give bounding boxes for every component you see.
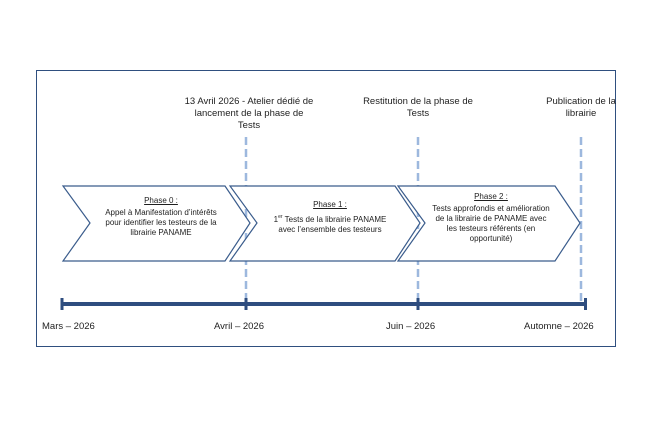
phase-1-text: Phase 1 : 1er Tests de la librairie PANA… [270, 200, 390, 235]
phase-2-title: Phase 2 : [474, 192, 508, 201]
phase-0-title: Phase 0 : [144, 196, 178, 205]
date-avril: Avril – 2026 [214, 321, 264, 332]
milestone-label-june: Restitution de la phase de Tests [363, 96, 473, 119]
phase-2-arrow [396, 185, 581, 262]
milestone-label-april: 13 Avril 2026 - Atelier dédié de lanceme… [184, 96, 314, 131]
phase-2-desc: Tests approfondis et amélioration de la … [432, 204, 550, 243]
date-juin: Juin – 2026 [386, 321, 436, 332]
timeline-axis [62, 302, 587, 306]
phase-1-prefix: 1 [273, 215, 279, 224]
date-automne: Automne – 2026 [524, 321, 594, 332]
tick-automne [584, 298, 587, 310]
date-mars: Mars – 2026 [42, 321, 95, 332]
tick-avril [244, 298, 248, 310]
phase-0-desc: Appel à Manifestation d’intérêts pour id… [105, 208, 217, 237]
phase-0-arrow [61, 185, 251, 262]
phase-1-arrow [228, 185, 421, 262]
phase-0-text: Phase 0 : Appel à Manifestation d’intérê… [100, 196, 222, 238]
phase-1-title: Phase 1 : [313, 200, 347, 209]
tick-mars [60, 298, 64, 310]
tick-juin [416, 298, 420, 310]
phase-2-text: Phase 2 : Tests approfondis et améliorat… [432, 192, 550, 244]
diagram-frame [36, 70, 616, 347]
milestone-label-autumn: Publication de la librairie [546, 96, 616, 119]
phase-1-sup: er [278, 214, 283, 220]
phase-1-desc: Tests de la librairie PANAME avec l’ense… [278, 215, 387, 234]
